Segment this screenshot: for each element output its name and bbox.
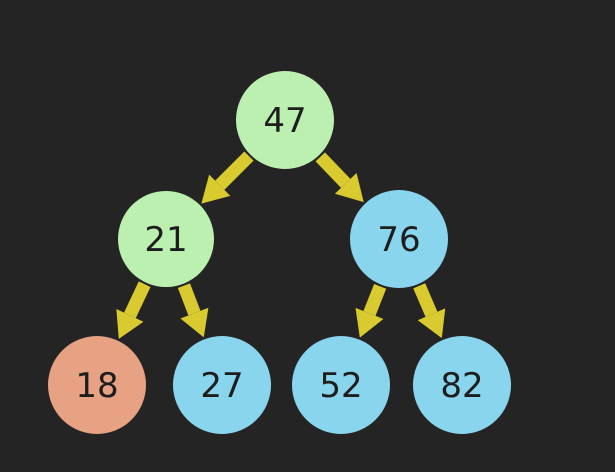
node-circle[interactable] — [173, 336, 271, 434]
edge-shaft — [215, 151, 254, 190]
node-label: 76 — [377, 220, 420, 260]
tree-node[interactable]: 76 — [350, 190, 448, 288]
tree-edge — [177, 283, 209, 338]
node-circle[interactable] — [350, 190, 448, 288]
node-label: 18 — [75, 366, 118, 406]
node-circle[interactable] — [236, 71, 334, 169]
tree-node[interactable]: 21 — [118, 191, 214, 287]
tree-edge — [116, 281, 151, 339]
edge-arrowhead-icon — [180, 307, 209, 338]
tree-edge — [201, 151, 254, 204]
tree-edge — [315, 152, 364, 203]
edge-shaft — [363, 284, 387, 316]
node-label: 27 — [200, 366, 243, 406]
tree-node[interactable]: 82 — [413, 336, 511, 434]
edge-arrowhead-icon — [116, 308, 144, 339]
edge-shaft — [413, 283, 438, 317]
tree-node[interactable]: 18 — [48, 336, 146, 434]
edge-shaft — [315, 152, 351, 188]
node-circle[interactable] — [48, 336, 146, 434]
node-label: 82 — [440, 366, 483, 406]
tree-node[interactable]: 47 — [236, 71, 334, 169]
edge-arrowhead-icon — [417, 308, 446, 339]
node-label: 52 — [319, 366, 362, 406]
edge-shaft — [124, 281, 151, 319]
tree-edge — [355, 284, 387, 338]
tree-node[interactable]: 27 — [173, 336, 271, 434]
tree-node[interactable]: 52 — [292, 336, 390, 434]
node-layer: 47 21 76 18 27 52 82 — [48, 71, 511, 434]
node-circle[interactable] — [413, 336, 511, 434]
node-circle[interactable] — [118, 191, 214, 287]
edge-arrowhead-icon — [355, 307, 384, 338]
node-label: 47 — [263, 101, 306, 141]
node-label: 21 — [144, 220, 187, 260]
tree-edge — [413, 283, 446, 339]
edge-arrowhead-icon — [334, 173, 364, 203]
node-circle[interactable] — [292, 336, 390, 434]
edge-shaft — [177, 283, 201, 316]
edge-layer — [116, 151, 446, 339]
edge-arrowhead-icon — [201, 174, 231, 204]
